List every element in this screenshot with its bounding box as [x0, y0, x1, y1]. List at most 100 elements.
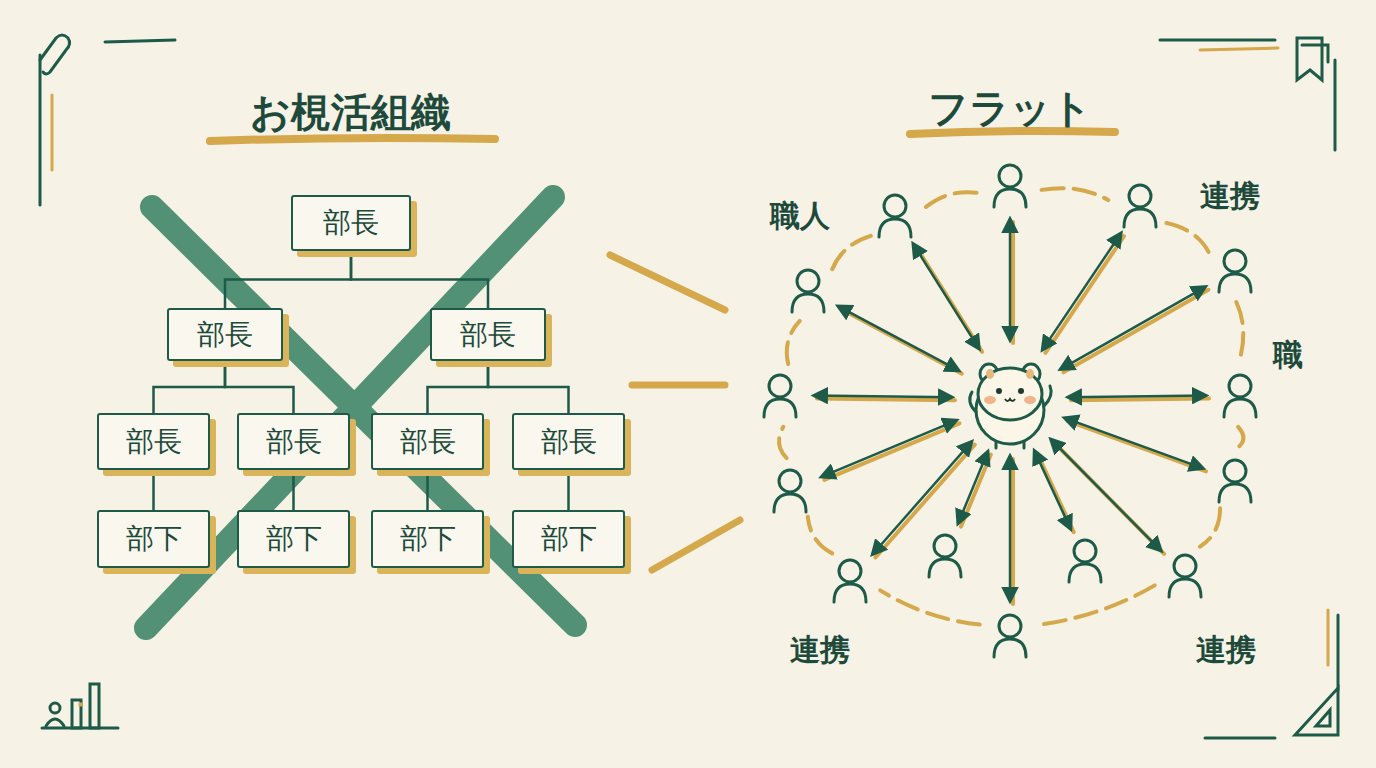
- arrow-shadow: [1011, 222, 1015, 343]
- person-icon: [929, 535, 961, 577]
- person-icon: [834, 560, 866, 602]
- section-heading: お梘活組織: [250, 85, 451, 140]
- hierarchy-line: [225, 361, 294, 413]
- hamster-mascot: [970, 364, 1051, 448]
- person-icon: [1124, 185, 1156, 227]
- person-icon: [1069, 540, 1101, 582]
- network-label: 職: [1273, 335, 1303, 376]
- two-way-arrow: [913, 244, 979, 349]
- manager-box: 部長: [291, 195, 411, 251]
- link-arc: [1200, 508, 1220, 546]
- link-arc: [880, 590, 979, 624]
- box-label: 部長: [460, 316, 516, 354]
- title-underline: [210, 138, 495, 141]
- subordinate-box: 部下: [512, 510, 625, 568]
- subordinate-box: 部下: [97, 510, 210, 568]
- hierarchy-line: [488, 361, 569, 413]
- manager-box: 部長: [430, 308, 546, 361]
- link-arc: [779, 427, 787, 458]
- link-arc: [1166, 223, 1208, 252]
- hierarchy-line: [351, 251, 488, 308]
- two-way-arrow: [838, 306, 959, 371]
- two-way-arrow: [1068, 395, 1206, 397]
- network-label: 連携: [1196, 630, 1256, 671]
- person-icon: [994, 165, 1026, 207]
- link-arc: [787, 321, 800, 364]
- hierarchy-line: [426, 470, 429, 510]
- hierarchy-line: [225, 251, 351, 308]
- transition-dash: [610, 255, 740, 570]
- manager-box: 部長: [97, 413, 210, 470]
- arrow-shadow: [1045, 236, 1124, 353]
- link-arc: [1236, 302, 1243, 363]
- box-label: 部長: [266, 423, 322, 461]
- network-label: 連携: [790, 630, 850, 671]
- cross-mark: [146, 197, 575, 628]
- link-arc: [808, 517, 832, 554]
- link-arc: [832, 236, 871, 269]
- corner-accent: [52, 48, 1328, 705]
- person-icon: [774, 470, 806, 512]
- manager-box: 部長: [167, 308, 283, 361]
- person-icon: [879, 195, 911, 237]
- person-icon: [764, 375, 796, 417]
- manager-box: 部長: [371, 413, 484, 470]
- two-way-arrow: [1051, 439, 1161, 551]
- box-label: 部下: [541, 520, 597, 558]
- arrow-shadow: [961, 455, 991, 527]
- two-way-arrow: [1042, 233, 1121, 350]
- subordinate-box: 部下: [371, 510, 484, 568]
- network-label: 職人: [770, 196, 830, 237]
- subordinate-box: 部下: [237, 510, 350, 568]
- two-way-arrow: [821, 420, 956, 477]
- link-arc: [1237, 427, 1244, 448]
- box-label: 部長: [126, 423, 182, 461]
- corner-decoration: [40, 35, 1338, 738]
- arrow-shadow: [817, 398, 955, 400]
- two-way-arrow: [958, 452, 988, 524]
- hierarchy-line: [152, 470, 155, 510]
- arrow-shadow: [1067, 421, 1206, 471]
- link-arc: [926, 192, 979, 207]
- person-icon: [792, 270, 824, 312]
- two-way-arrow: [1064, 418, 1203, 468]
- box-label: 部下: [126, 520, 182, 558]
- link-arc: [1042, 188, 1109, 200]
- arrow-shadow: [875, 445, 974, 558]
- arrow-shadow: [1063, 290, 1208, 373]
- hierarchy-line: [292, 470, 295, 510]
- arrow-shadow: [1011, 459, 1015, 604]
- box-label: 部長: [400, 423, 456, 461]
- two-way-arrow: [1009, 219, 1012, 340]
- two-way-arrow: [1034, 451, 1070, 530]
- section-heading: フラット: [928, 81, 1092, 136]
- person-icon: [1224, 375, 1256, 417]
- manager-box: 部長: [237, 413, 350, 470]
- link-arc: [1040, 585, 1154, 624]
- person-icon: [1219, 460, 1251, 502]
- hierarchy-line: [428, 361, 489, 413]
- two-way-arrow: [1009, 456, 1012, 601]
- box-label: 部長: [323, 204, 379, 242]
- arrow-shadow: [1071, 398, 1209, 400]
- two-way-arrow: [814, 395, 952, 397]
- arrow-shadow: [1037, 454, 1073, 533]
- arrow-shadow: [824, 423, 959, 480]
- box-label: 部下: [400, 520, 456, 558]
- two-way-arrow: [872, 442, 971, 555]
- person-icon: [1219, 250, 1251, 292]
- box-label: 部下: [266, 520, 322, 558]
- hierarchy-line: [567, 470, 570, 510]
- two-way-arrow: [1060, 287, 1205, 370]
- flat-network: [764, 165, 1256, 657]
- title-underline: [910, 131, 1115, 134]
- box-label: 部長: [197, 316, 253, 354]
- hierarchy-line: [154, 361, 226, 413]
- network-label: 連携: [1200, 176, 1260, 217]
- person-icon: [994, 615, 1026, 657]
- manager-box: 部長: [512, 413, 625, 470]
- person-icon: [1169, 555, 1201, 597]
